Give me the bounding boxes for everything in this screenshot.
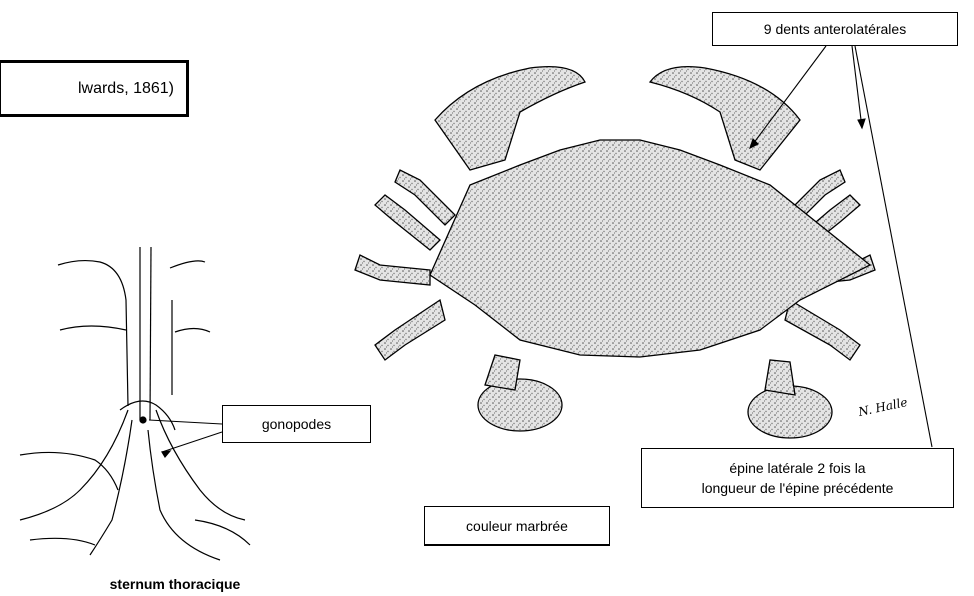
color-text: couleur marbrée (466, 518, 568, 534)
crab-drawing (355, 67, 875, 438)
sternum-drawing (20, 247, 250, 560)
anterolateral-teeth-label: 9 dents anterolatérales (712, 12, 958, 46)
species-title-box: lwards, 1861) (0, 60, 189, 117)
sternum-caption: sternum thoracique (100, 576, 250, 592)
gonopodes-text: gonopodes (262, 416, 331, 432)
gonopodes-label: gonopodes (222, 405, 371, 443)
anterolateral-teeth-text: 9 dents anterolatérales (764, 21, 906, 37)
color-label: couleur marbrée (424, 506, 610, 546)
lateral-spine-label: épine latérale 2 fois la longueur de l'é… (641, 448, 954, 508)
species-title-text: lwards, 1861) (78, 80, 174, 97)
lateral-spine-line-2: longueur de l'épine précédente (642, 478, 953, 498)
lateral-spine-line-1: épine latérale 2 fois la (642, 458, 953, 478)
